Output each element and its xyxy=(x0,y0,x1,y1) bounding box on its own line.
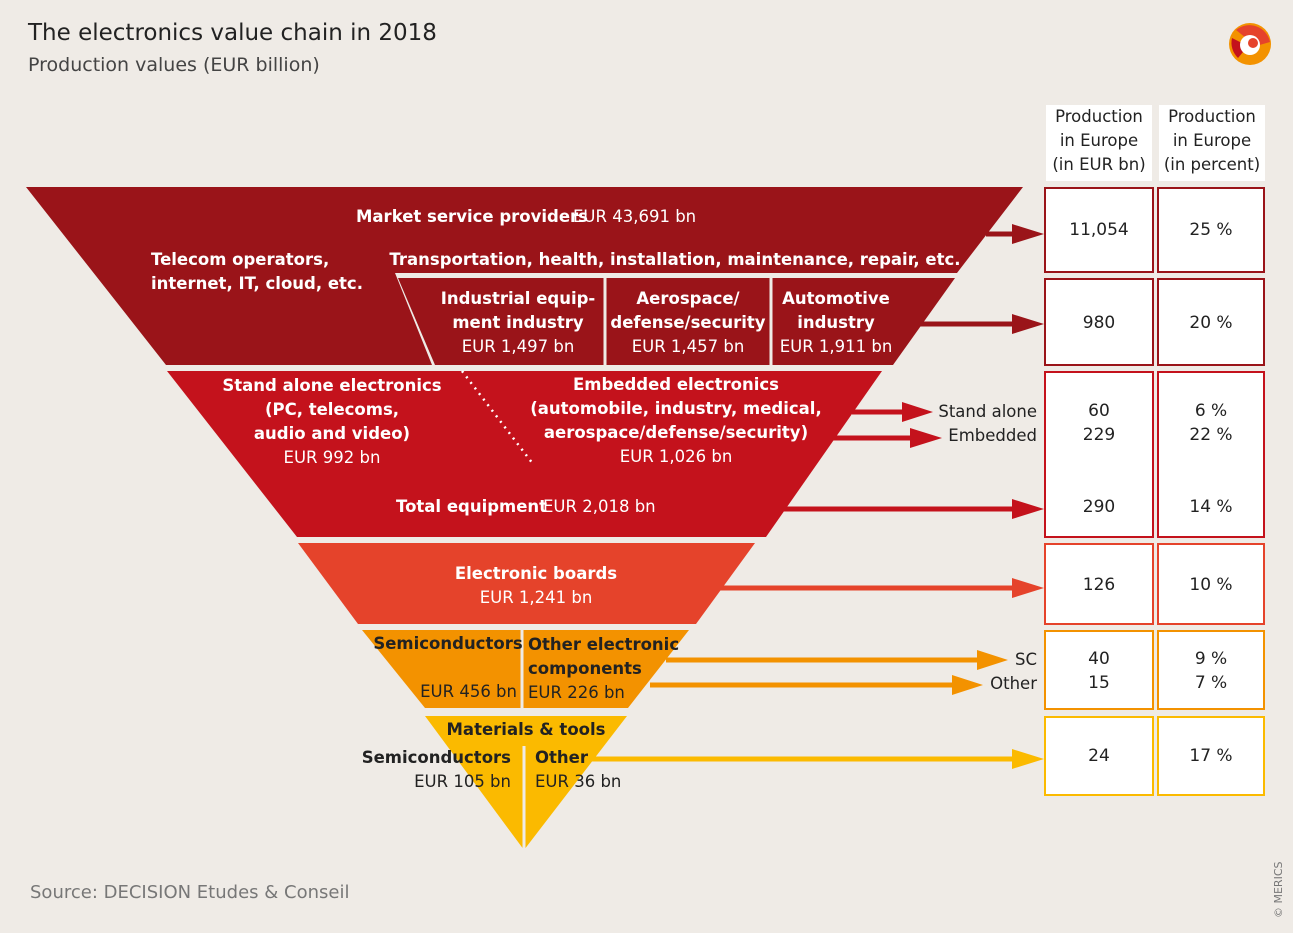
cell-boards-bn xyxy=(1044,543,1154,625)
boards-value: EUR 1,241 bn xyxy=(480,588,593,607)
mat-other-title: Other xyxy=(535,748,589,767)
cell-services-pct xyxy=(1157,187,1265,273)
industrial-label: ment industry xyxy=(452,313,584,332)
equipment-title: Total equipment xyxy=(396,497,547,516)
othercomp-label: Other electronic xyxy=(528,635,679,654)
value-materials-bn: 24 xyxy=(1088,746,1110,766)
chart-title: The electronics value chain in 2018 xyxy=(28,20,437,46)
arrow-sc xyxy=(666,650,1008,670)
value-embedded-pct: 22 % xyxy=(1189,425,1233,445)
industry-tier xyxy=(398,278,955,365)
components-tier xyxy=(362,630,689,708)
equipment-tier xyxy=(167,371,882,537)
mat-semis-title: Semiconductors xyxy=(362,748,511,767)
value-other-pct: 7 % xyxy=(1194,673,1228,693)
automotive-label: Automotive xyxy=(782,289,890,308)
embedded-label: (automobile, industry, medical, xyxy=(530,399,821,418)
arrow-standalone xyxy=(852,402,933,422)
embedded-value: EUR 1,026 bn xyxy=(620,447,733,466)
embedded-label: aerospace/defense/security) xyxy=(544,423,808,442)
merics-logo-icon xyxy=(1229,23,1271,65)
mat-other-value: EUR 36 bn xyxy=(535,772,621,791)
value-boards-bn: 126 xyxy=(1082,575,1116,595)
value-boards-pct: 10 % xyxy=(1189,575,1233,595)
arrow-services xyxy=(986,224,1044,244)
source-note: Source: DECISION Etudes & Conseil xyxy=(30,882,350,903)
othercomp-label: components xyxy=(528,659,642,678)
aerospace-label: defense/security xyxy=(610,313,765,332)
side-label-standalone: Stand alone xyxy=(938,402,1037,421)
industrial-label: Industrial equip- xyxy=(441,289,596,308)
cell-equipment-bn xyxy=(1044,371,1154,538)
cell-industry-pct xyxy=(1157,278,1265,366)
automotive-value: EUR 1,911 bn xyxy=(780,337,893,356)
value-industry-bn: 980 xyxy=(1082,313,1116,333)
cell-industry-bn xyxy=(1044,278,1154,366)
value-equipment-bn: 290 xyxy=(1082,497,1116,517)
boards-tier xyxy=(298,543,755,624)
value-other-bn: 15 xyxy=(1088,673,1110,693)
cell-equipment-pct xyxy=(1157,371,1265,538)
services-value: EUR 43,691 bn xyxy=(573,207,696,226)
header-europe-bn: Production in Europe (in EUR bn) xyxy=(1046,105,1152,181)
telecom-label: Telecom operators, xyxy=(151,250,329,269)
arrow-boards xyxy=(720,578,1044,598)
transport-label: Transportation, health, installation, ma… xyxy=(389,250,960,269)
value-standalone-pct: 6 % xyxy=(1194,401,1228,421)
value-industry-pct: 20 % xyxy=(1189,313,1233,333)
arrow-equipment xyxy=(780,499,1044,519)
aerospace-label: Aerospace/ xyxy=(636,289,740,308)
materials-tier xyxy=(425,716,627,850)
embedded-label: Embedded electronics xyxy=(573,375,779,394)
cell-boards-pct xyxy=(1157,543,1265,625)
value-embedded-bn: 229 xyxy=(1082,425,1116,445)
value-sc-pct: 9 % xyxy=(1194,649,1228,669)
side-label-embedded: Embedded xyxy=(948,426,1037,445)
services-title: Market service providers xyxy=(356,207,588,226)
semis-title: Semiconductors xyxy=(373,634,522,653)
arrow-industry xyxy=(918,314,1044,334)
othercomp-value: EUR 226 bn xyxy=(528,683,625,702)
automotive-label: industry xyxy=(797,313,875,332)
header-europe-pct: Production in Europe (in percent) xyxy=(1159,105,1265,181)
value-materials-pct: 17 % xyxy=(1189,746,1233,766)
cell-materials-pct xyxy=(1157,716,1265,796)
boards-title: Electronic boards xyxy=(455,564,617,583)
services-tier xyxy=(26,187,1023,365)
equipment-value: EUR 2,018 bn xyxy=(543,497,656,516)
arrow-materials xyxy=(590,749,1044,769)
value-sc-bn: 40 xyxy=(1088,649,1110,669)
cell-services-bn xyxy=(1044,187,1154,273)
cell-materials-bn xyxy=(1044,716,1154,796)
value-standalone-bn: 60 xyxy=(1088,401,1110,421)
standalone-label: audio and video) xyxy=(254,424,410,443)
copyright: © MERICS xyxy=(1272,861,1285,919)
side-label-sc: SC xyxy=(1015,650,1037,669)
value-equipment-pct: 14 % xyxy=(1189,497,1233,517)
materials-title: Materials & tools xyxy=(447,720,606,739)
semis-value: EUR 456 bn xyxy=(420,682,517,701)
cell-components-pct xyxy=(1157,630,1265,710)
aerospace-value: EUR 1,457 bn xyxy=(632,337,745,356)
arrow-other xyxy=(650,675,983,695)
side-label-other: Other xyxy=(990,674,1037,693)
value-services-bn: 11,054 xyxy=(1069,220,1129,240)
telecom-label: internet, IT, cloud, etc. xyxy=(151,274,363,293)
standalone-label: (PC, telecoms, xyxy=(265,400,399,419)
chart-subtitle: Production values (EUR billion) xyxy=(28,54,320,76)
cell-components-bn xyxy=(1044,630,1154,710)
standalone-value: EUR 992 bn xyxy=(284,448,381,467)
standalone-label: Stand alone electronics xyxy=(222,376,441,395)
arrow-embedded xyxy=(832,428,942,448)
value-services-pct: 25 % xyxy=(1189,220,1233,240)
industrial-value: EUR 1,497 bn xyxy=(462,337,575,356)
mat-semis-value: EUR 105 bn xyxy=(414,772,511,791)
